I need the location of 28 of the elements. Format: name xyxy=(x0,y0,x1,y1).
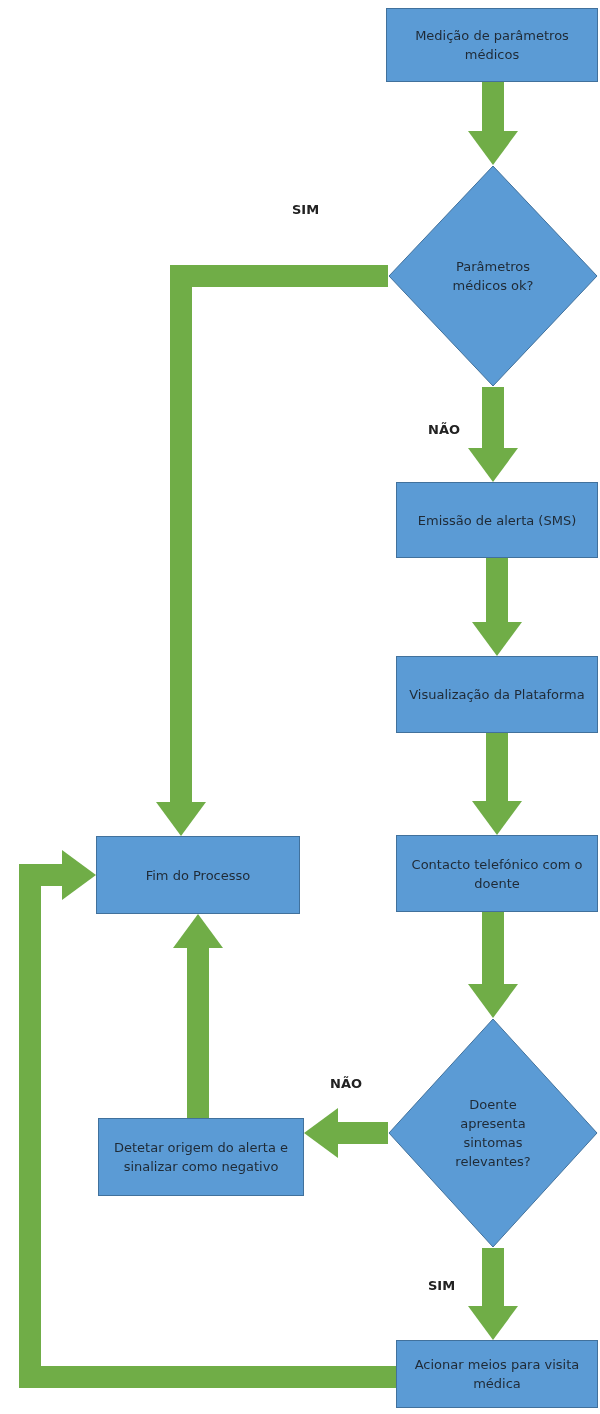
arrow xyxy=(468,387,518,482)
node-text: Contacto telefónico com o doente xyxy=(410,855,584,893)
process-box xyxy=(96,836,300,914)
process-box xyxy=(386,8,598,82)
node-text: Doente apresenta sintomas relevantes? xyxy=(454,1096,532,1171)
node-text: Fim do Processo xyxy=(144,866,252,885)
node-text: Medição de parâmetros médicos xyxy=(414,27,570,64)
arrow xyxy=(468,1248,518,1340)
decision-diamond xyxy=(388,165,598,387)
arrow xyxy=(173,914,223,1118)
arrow xyxy=(468,82,518,165)
decision-diamond xyxy=(388,1018,598,1248)
node-text: Acionar meios para visita médica xyxy=(413,1356,581,1393)
node-text: Visualização da Plataforma xyxy=(408,686,586,704)
arrow xyxy=(19,850,396,1388)
process-box xyxy=(396,1340,598,1408)
node-text: Detetar origem do alerta e sinalizar como negativo xyxy=(112,1139,290,1176)
arrow xyxy=(304,1108,388,1158)
node-text: Emissão de alerta (SMS) xyxy=(416,511,578,530)
process-box xyxy=(396,656,598,733)
arrow xyxy=(472,558,522,656)
arrow xyxy=(468,912,518,1018)
process-box xyxy=(396,835,598,912)
process-box xyxy=(396,482,598,558)
arrow xyxy=(156,265,388,836)
arrow xyxy=(472,733,522,835)
process-box xyxy=(98,1118,304,1196)
node-text: Parâmetros médicos ok? xyxy=(451,258,535,295)
